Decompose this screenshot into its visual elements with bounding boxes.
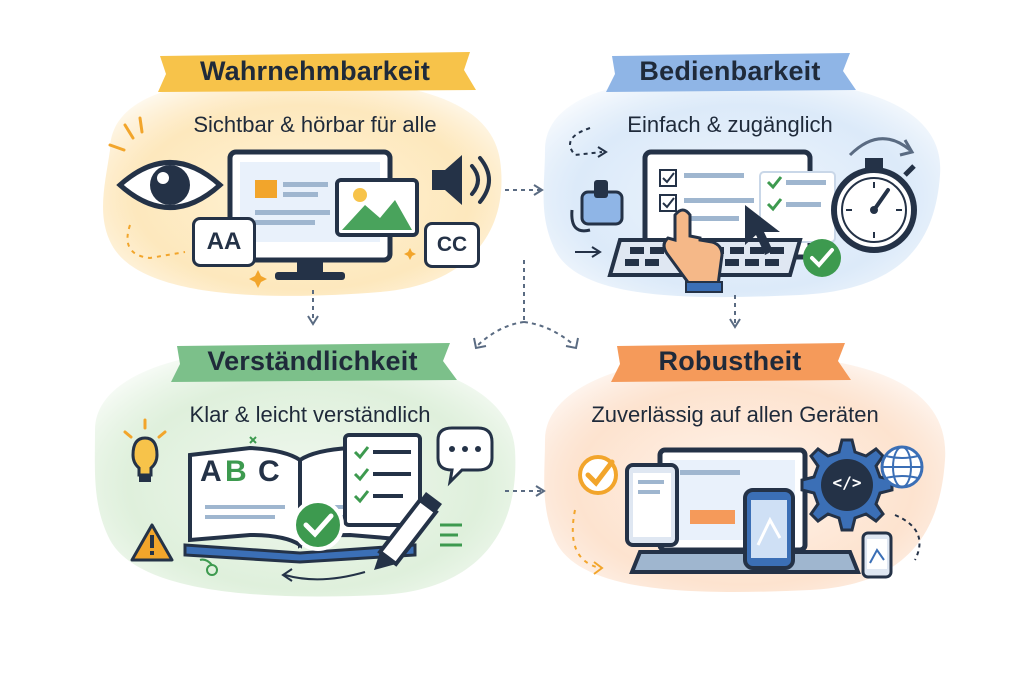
perceivable-title-text: Wahrnehmbarkeit — [199, 55, 431, 86]
check-circle-icon-2 — [292, 499, 344, 551]
captions-badge: CC — [424, 222, 480, 268]
speech-bubble-icon — [436, 426, 494, 487]
eye-dashed-arrow — [126, 224, 186, 260]
robust-banner-brush — [611, 343, 851, 382]
robust-dashed-arrow — [571, 509, 601, 569]
sprout-icon — [199, 558, 218, 576]
check-circle-icon — [803, 239, 841, 277]
understandable-title-text: Verständlichkeit — [207, 345, 418, 376]
switch-device-icon — [570, 180, 624, 233]
checklist-document-icon — [343, 433, 422, 527]
pointing-hand-icon — [662, 208, 724, 293]
text-lines-icon — [440, 523, 462, 547]
book-letter-b: B — [225, 455, 247, 488]
lightbulb-icon — [123, 418, 167, 482]
sparkle-icon — [108, 116, 144, 152]
robust-title-text: Robustheit — [658, 345, 802, 376]
image-icon — [335, 178, 419, 237]
operable-banner-brush — [606, 53, 856, 92]
code-symbol: </> — [832, 473, 862, 492]
perceivable-title: Wahrnehmbarkeit — [150, 48, 480, 94]
side-list-card — [759, 171, 836, 243]
book-letter-c: C — [258, 455, 280, 488]
book-letter-a: A — [200, 455, 222, 488]
understandable-return-arrow — [284, 571, 366, 581]
perceivable-subtitle: Sichtbar & hörbar für alle — [193, 112, 437, 137]
sparkle-green-icon — [249, 436, 257, 444]
robust-title: Robustheit — [605, 338, 855, 384]
check-circle-orange-icon — [578, 455, 618, 495]
operable-title: Bedienbarkeit — [600, 48, 860, 94]
speaker-icon — [432, 155, 491, 205]
mouse-cursor-icon — [745, 205, 780, 255]
operable-subtitle: Einfach & zugänglich — [627, 112, 833, 137]
warning-icon — [130, 523, 174, 562]
sparkle-small-icon — [249, 270, 267, 288]
gear-icon — [800, 438, 894, 532]
stopwatch-icon — [831, 158, 917, 253]
text-size-badge: AA — [192, 217, 256, 267]
pencil-icon — [374, 492, 442, 570]
tablet-icon — [625, 463, 679, 547]
operable-title-text: Bedienbarkeit — [639, 55, 821, 86]
perceivable-banner-brush — [158, 52, 476, 92]
robust-dashed-arrow-2 — [894, 514, 921, 561]
refresh-arrow-icon — [848, 137, 911, 157]
small-phone-icon — [861, 531, 893, 579]
robust-subtitle: Zuverlässig auf allen Geräten — [591, 402, 879, 427]
eye-icon — [116, 160, 224, 210]
smartphone-icon — [743, 488, 795, 570]
globe-icon — [880, 445, 924, 489]
sparkle-small-icon-2 — [404, 248, 416, 260]
operable-dashed-arrow — [569, 127, 603, 157]
understandable-subtitle: Klar & leicht verständlich — [189, 402, 431, 427]
understandable-title: Verständlichkeit — [165, 338, 460, 384]
understandable-banner-brush — [171, 343, 457, 382]
